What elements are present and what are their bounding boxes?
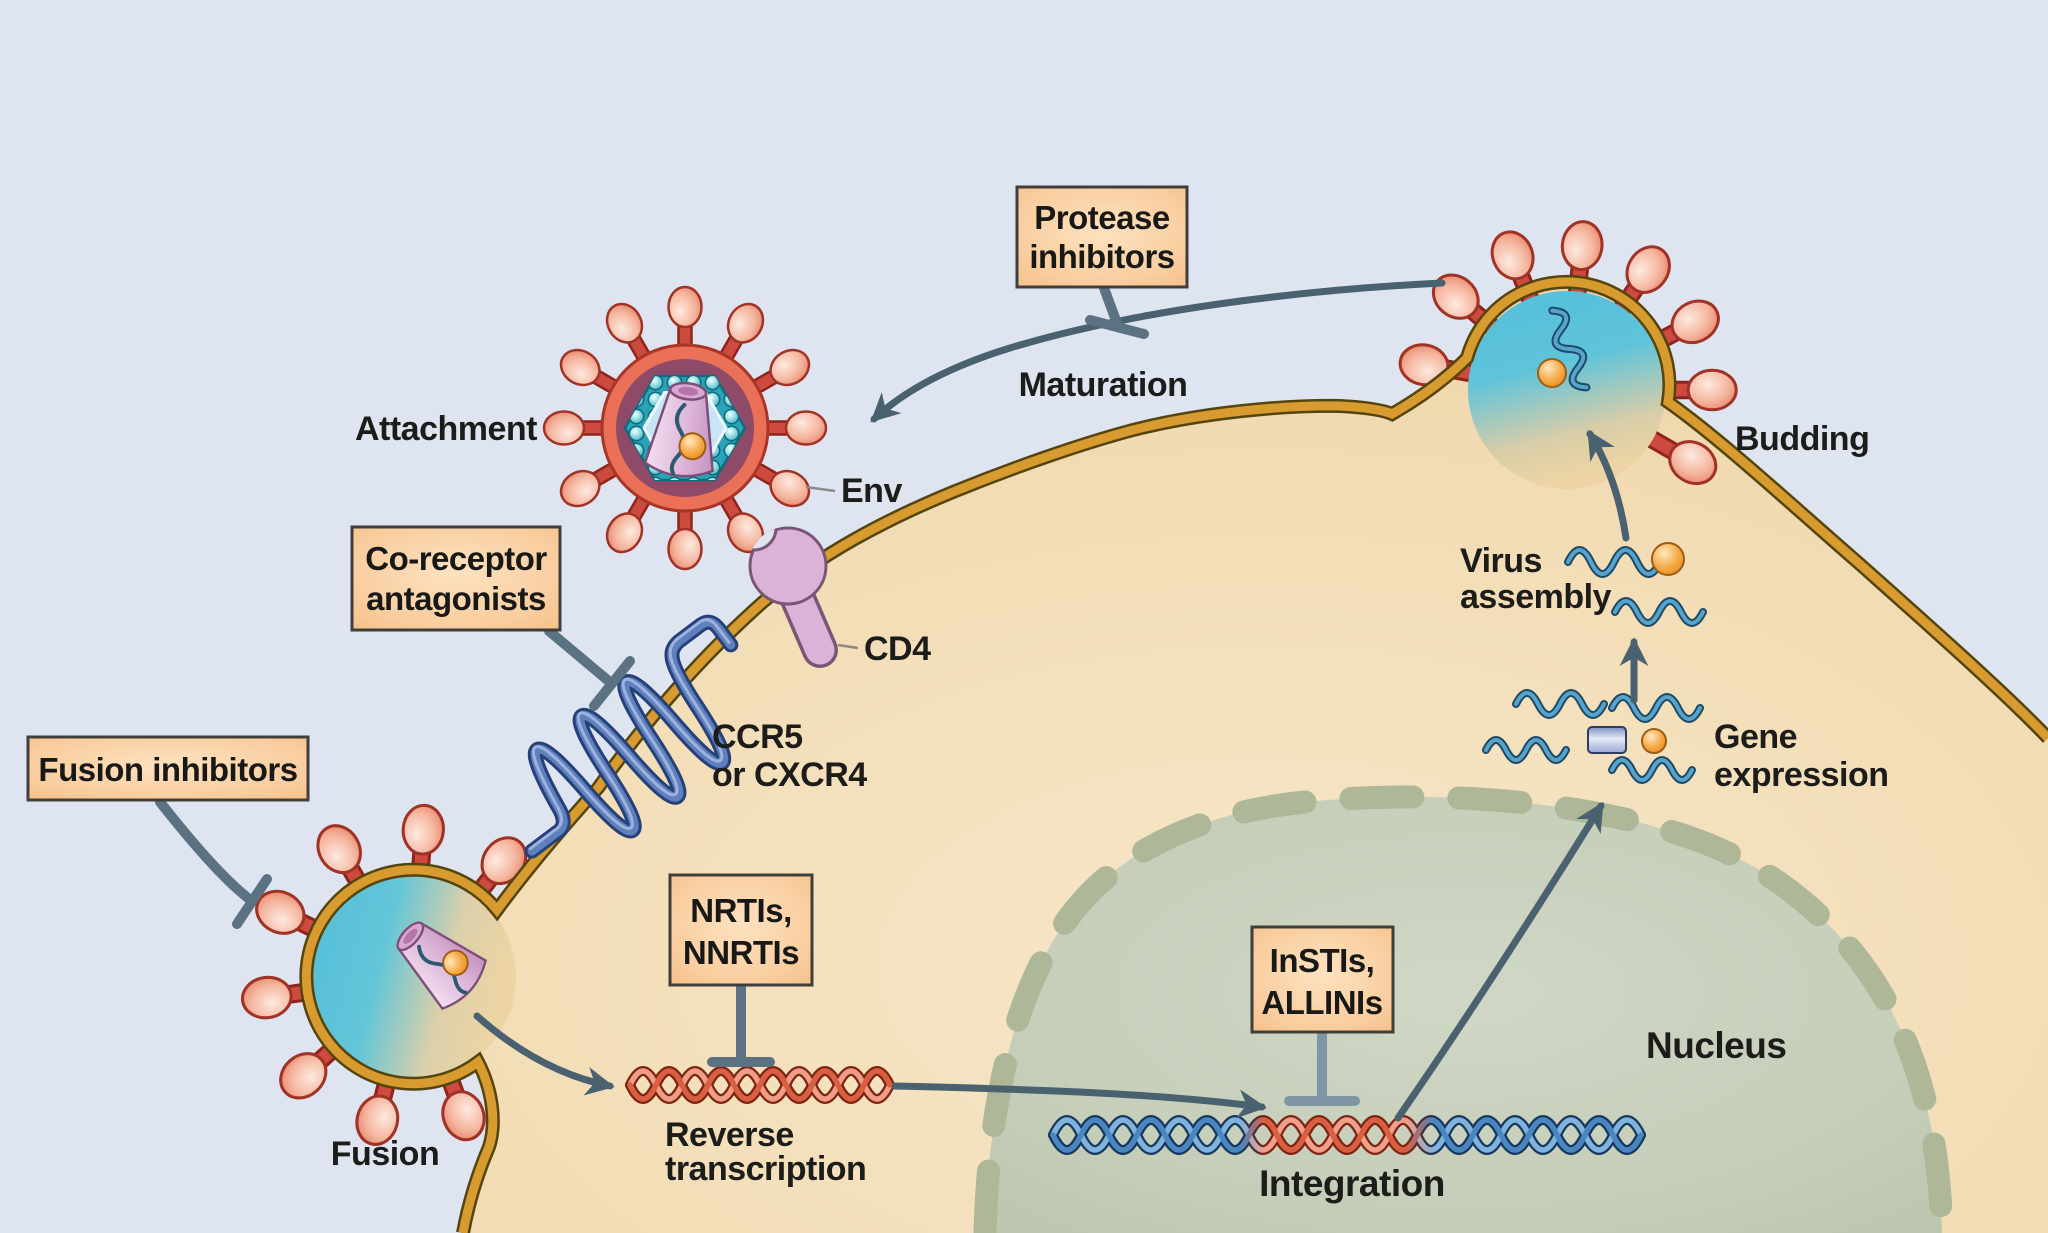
budding-rna-icon: [1548, 306, 1591, 392]
coreceptor-antagonists-label-line2: antagonists: [366, 580, 546, 617]
fusing-virion-interior: [310, 874, 516, 1080]
mature-virion: [542, 285, 828, 571]
protease-inhibition-tbar: [1085, 283, 1149, 339]
gene-expression-protein-icon: [1641, 728, 1667, 754]
env-label: Env: [841, 472, 902, 510]
maturation-arrow: [870, 279, 1446, 423]
drug-boxes: Protease inhibitors Co-receptor antagoni…: [26, 185, 1395, 1034]
gene-expression-rna-icons: [1482, 689, 1704, 784]
attachment-label: Attachment: [355, 410, 537, 448]
budding-virion: [1395, 218, 1738, 494]
integrated-provirus-dna-icon: [1048, 1115, 1646, 1155]
fusion-inhibitors-box: Fusion inhibitors: [26, 735, 310, 802]
assembly-to-budding-arrow: [1586, 429, 1630, 542]
fusion-label: Fusion: [331, 1135, 439, 1173]
integrase-inhibitors-box: InSTIs, ALLINIs: [1250, 925, 1395, 1034]
cd4-label: CD4: [864, 630, 931, 668]
coreceptor-label-line1: CCR5: [712, 718, 803, 756]
cd4-pointer-line: [837, 643, 859, 650]
assembly-protein-icon: [1651, 542, 1685, 576]
rt-to-integration-arrow: [891, 1082, 1267, 1119]
coreceptor-label-line2: or CXCR4: [712, 756, 867, 794]
cd4-receptor-icon: [748, 526, 838, 668]
fusion-inhibitors-label: Fusion inhibitors: [38, 751, 297, 788]
env-pointer-line: [805, 485, 836, 493]
integration-label: Integration: [1259, 1163, 1445, 1204]
protease-inhibitors-box: Protease inhibitors: [1015, 185, 1189, 289]
nucleus-label: Nucleus: [1646, 1025, 1786, 1066]
stage-labels: Attachment Fusion Reverse transcription …: [331, 366, 1889, 1204]
rt-inhibitors-label-line1: NRTIs,: [690, 892, 792, 929]
pointer-lines: [805, 485, 859, 650]
budding-label: Budding: [1735, 420, 1869, 458]
coreceptor-antagonists-box: Co-receptor antagonists: [350, 525, 562, 632]
fusion-inhibition-tbar: [155, 797, 272, 929]
gene-expression-label-line2: expression: [1714, 756, 1889, 794]
budding-virion-interior: [1468, 291, 1666, 489]
gene-expression-protein-cylinder-icon: [1587, 726, 1627, 754]
integrase-inhibitors-label-line2: ALLINIs: [1261, 984, 1382, 1021]
protease-inhibitors-label-line1: Protease: [1034, 199, 1170, 236]
process-arrows: [473, 279, 1649, 1122]
molecule-labels: Env CD4 CCR5 or CXCR4: [712, 472, 932, 794]
nuclear-membrane-dashed: [973, 785, 1954, 1233]
coreceptor-antagonists-label-line1: Co-receptor: [365, 540, 547, 577]
fusion-to-rt-arrow: [473, 1012, 615, 1096]
virus-assembly-rna-icons: [1564, 546, 1707, 627]
fusing-virion: [238, 802, 537, 1151]
rt-inhibitors-box: NRTIs, NNRTIs: [668, 873, 814, 987]
reverse-transcribed-dna-icon: [625, 1066, 895, 1104]
reverse-transcription-label-line1: Reverse: [665, 1116, 794, 1154]
maturation-label: Maturation: [1019, 366, 1188, 404]
coreceptor-inhibition-tbar: [544, 626, 635, 711]
virus-assembly-label-line1: Virus: [1460, 542, 1542, 580]
rt-inhibitors-label-line2: NNRTIs: [683, 934, 799, 971]
budding-protein-icon: [1537, 358, 1567, 388]
integrase-inhibition-tbar: [1284, 1028, 1360, 1106]
rt-inhibition-tbar: [707, 981, 775, 1067]
coreceptor-coil-icon: [524, 614, 739, 859]
virus-assembly-label-line2: assembly: [1460, 578, 1612, 616]
reverse-transcription-label-line2: transcription: [665, 1150, 866, 1188]
integration-to-gene-arrow: [1394, 801, 1605, 1122]
gene-expression-label-line1: Gene: [1714, 718, 1797, 756]
protease-inhibitors-label-line2: inhibitors: [1029, 238, 1174, 275]
integrase-inhibitors-label-line1: InSTIs,: [1270, 942, 1375, 979]
inhibition-bars: [155, 283, 1360, 1106]
plasma-membrane: [299, 274, 2048, 1233]
